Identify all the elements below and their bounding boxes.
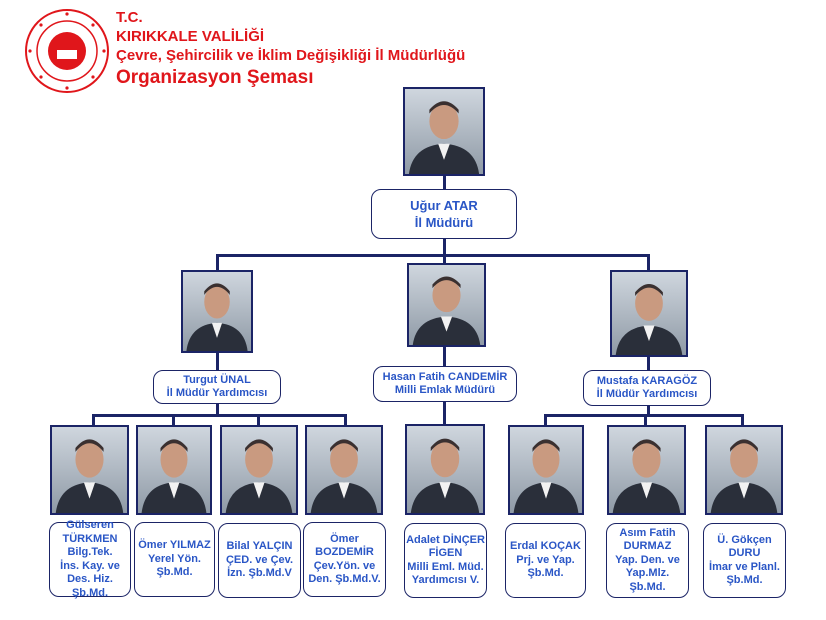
director-photo: [403, 87, 485, 176]
connector: [344, 414, 347, 425]
staff-line: FİGEN: [428, 547, 463, 559]
deputy-name: Hasan Fatih CANDEMİR: [382, 370, 508, 383]
deputy-photo: [610, 270, 688, 357]
connector: [216, 403, 219, 415]
header-directorate: Çevre, Şehircilik ve İklim Değişikliği İ…: [116, 47, 466, 64]
deputy-box[interactable]: Hasan Fatih CANDEMİR Milli Emlak Müdürü: [373, 366, 517, 402]
staff-line: İzn. Şb.Md.V: [227, 567, 292, 580]
staff-line: DURMAZ: [623, 540, 672, 553]
deputy-box[interactable]: Mustafa KARAGÖZ İl Müdür Yardımcısı: [583, 370, 711, 406]
staff-line: Şb.Md.: [156, 566, 193, 579]
staff-line: Den. Şb.Md.V.: [308, 573, 381, 585]
deputy-photo: [407, 263, 486, 347]
staff-photo: [405, 424, 485, 515]
staff-line: İns. Kay. ve: [60, 559, 120, 572]
deputy-name: Turgut ÜNAL: [183, 373, 251, 386]
connector: [216, 254, 650, 257]
connector: [647, 254, 650, 270]
deputy-role: İl Müdür Yardımcısı: [596, 388, 698, 400]
staff-photo: [305, 425, 383, 515]
staff-line: İmar ve Planl.: [709, 560, 780, 573]
connector: [647, 356, 650, 370]
deputy-box[interactable]: Turgut ÜNAL İl Müdür Yardımcısı: [153, 370, 281, 404]
connector: [647, 405, 650, 415]
staff-line: Şb.Md.: [629, 580, 666, 593]
staff-line: Bilg.Tek.: [67, 546, 113, 558]
page-title: Organizasyon Şeması: [116, 67, 314, 88]
staff-line: BOZDEMİR: [315, 546, 374, 558]
staff-line: Gülseren: [66, 519, 114, 531]
staff-photo: [50, 425, 129, 515]
connector: [216, 254, 219, 270]
ministry-logo: [24, 8, 110, 94]
connector: [443, 401, 446, 425]
staff-photo: [220, 425, 298, 515]
connector: [92, 414, 95, 425]
connector: [257, 414, 260, 425]
staff-line: Şb.Md.: [527, 567, 564, 580]
connector: [544, 414, 547, 425]
connector: [741, 414, 744, 425]
connector: [644, 414, 647, 425]
staff-line: Milli Eml. Müd.: [407, 560, 484, 573]
staff-photo: [705, 425, 783, 515]
staff-line: Adalet DİNÇER: [406, 533, 485, 546]
staff-line: Yap. Den. ve: [615, 553, 680, 566]
staff-line: Ü. Gökçen: [717, 533, 772, 546]
connector: [172, 414, 175, 425]
director-name: Uğur ATAR: [410, 198, 478, 213]
director-role: İl Müdürü: [414, 215, 474, 230]
staff-line: TÜRKMEN: [62, 532, 118, 545]
header-tc: T.C.: [116, 9, 143, 26]
staff-line: Des. Hiz.: [67, 573, 113, 585]
deputy-name: Mustafa KARAGÖZ: [596, 374, 698, 387]
connector: [443, 346, 446, 367]
staff-photo: [607, 425, 686, 515]
staff-line: Yap.Mlz.: [625, 567, 670, 580]
header-governorship: KIRIKKALE VALİLİĞİ: [116, 28, 265, 45]
staff-line: Şb.Md.: [71, 586, 109, 599]
staff-photo: [136, 425, 212, 515]
deputy-photo: [181, 270, 253, 353]
connector: [92, 414, 347, 417]
staff-line: Erdal KOÇAK: [510, 540, 581, 553]
staff-line: Çev.Yön. ve: [313, 559, 376, 572]
staff-line: Ömer: [330, 532, 359, 545]
staff-line: DURU: [728, 547, 761, 559]
deputy-role: İl Müdür Yardımcısı: [166, 387, 268, 399]
staff-line: Yardımcısı V.: [411, 574, 480, 586]
connector: [443, 238, 446, 264]
staff-line: Ömer YILMAZ: [138, 539, 211, 552]
staff-line: Şb.Md.: [726, 574, 763, 586]
connector: [216, 352, 219, 370]
staff-line: Prj. ve Yap.: [516, 553, 575, 566]
staff-line: ÇED. ve Çev.: [225, 553, 294, 566]
connector: [443, 175, 446, 189]
staff-photo: [508, 425, 584, 515]
director-box[interactable]: Uğur ATAR İl Müdürü: [371, 189, 517, 239]
staff-line: Asım Fatih: [619, 526, 676, 539]
staff-line: Yerel Yön.: [148, 552, 201, 565]
deputy-role: Milli Emlak Müdürü: [394, 384, 496, 396]
staff-line: Bilal YALÇIN: [226, 540, 293, 553]
